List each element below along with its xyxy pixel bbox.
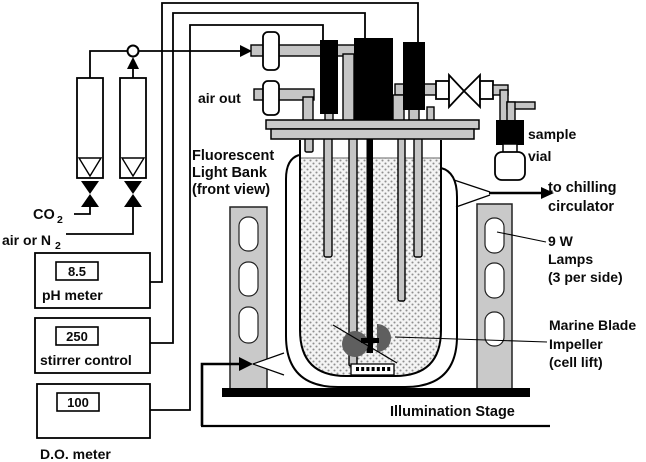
meter-wires bbox=[148, 2, 419, 411]
air-valve-icon-lower bbox=[124, 194, 142, 207]
do-probe-head bbox=[320, 40, 338, 114]
air-out-downtube bbox=[302, 96, 314, 124]
co2-subscript: 2 bbox=[57, 214, 63, 226]
air-supply-line bbox=[66, 207, 134, 235]
do-meter-display bbox=[56, 392, 100, 412]
gas-mix-line bbox=[89, 50, 240, 78]
air-n2-subscript: 2 bbox=[55, 240, 61, 252]
air-valve-icon bbox=[124, 181, 142, 194]
air-in-downtube bbox=[342, 53, 355, 123]
air-up-arrow-icon bbox=[127, 57, 139, 69]
impeller-leader-line bbox=[394, 336, 548, 343]
sample-valve-icon bbox=[448, 72, 466, 110]
gas-inlet-arrow-icon bbox=[240, 45, 252, 57]
left-lamp-slot-2 bbox=[238, 261, 259, 297]
coolant-inlet-arrow-icon bbox=[239, 357, 253, 371]
vessel-wall bbox=[299, 140, 442, 377]
valve-flange-right bbox=[479, 80, 494, 100]
lamps-label-3: (3 per side) bbox=[548, 269, 623, 285]
vessel-internals bbox=[304, 122, 423, 376]
jacket-wall bbox=[285, 154, 458, 388]
stage-label: Illumination Stage bbox=[390, 404, 515, 420]
stirrer-wire bbox=[148, 12, 366, 344]
chilling-label-2: circulator bbox=[548, 199, 614, 215]
air-out-line bbox=[253, 88, 315, 101]
impeller-label-2: Impeller bbox=[549, 336, 603, 352]
head-fittings bbox=[250, 31, 441, 124]
sample-dip-tube bbox=[397, 137, 406, 302]
lamps-label-2: Lamps bbox=[548, 251, 593, 267]
left-lamp-slot-1 bbox=[238, 216, 259, 252]
co2-supply-line bbox=[74, 207, 91, 215]
ph-meter-display bbox=[55, 261, 99, 281]
stage-bar bbox=[222, 388, 530, 397]
water-jacket bbox=[285, 154, 458, 388]
vial-body bbox=[494, 151, 526, 181]
ph-meter: 8.5 pH meter bbox=[34, 252, 151, 309]
stirrer-shaft bbox=[366, 122, 373, 353]
do-probe-shaft bbox=[323, 137, 333, 258]
coolant-inlet-line bbox=[200, 362, 240, 426]
do-meter-wire bbox=[148, 24, 324, 411]
gas-junction-icon bbox=[126, 44, 140, 58]
lamps-label-1: 9 W bbox=[548, 233, 574, 249]
ph-probe-shaft bbox=[413, 137, 423, 258]
ph-probe-head bbox=[403, 42, 425, 110]
do-meter: 100 D.O. meter bbox=[36, 383, 151, 462]
right-lamp-slot-1 bbox=[484, 217, 505, 254]
impeller-left-blade bbox=[342, 331, 368, 357]
right-lamp-slot-2 bbox=[484, 262, 505, 299]
stirrer-display bbox=[55, 326, 99, 346]
stirrer-label: stirrer control bbox=[40, 352, 132, 368]
lamps-leader-line bbox=[496, 231, 547, 243]
left-lamp-slot-3 bbox=[238, 306, 259, 344]
valve-flange-left bbox=[435, 80, 450, 100]
co2-valve-icon bbox=[81, 181, 99, 194]
co2-rotameter-float-icon bbox=[77, 157, 103, 178]
right-lamp-slot-3 bbox=[484, 311, 505, 347]
air-n2-label: air or N bbox=[2, 232, 51, 248]
gas-train bbox=[66, 44, 252, 235]
light-bank-label-1: Fluorescent bbox=[192, 148, 274, 164]
sample-valve-icon-right bbox=[462, 72, 481, 110]
air-out-dip-stub bbox=[304, 137, 314, 153]
light-bank-label-3: (front view) bbox=[192, 182, 270, 198]
sample-vial-label-2: vial bbox=[528, 148, 551, 164]
light-bank-label-2: Light Bank bbox=[192, 165, 268, 181]
ph-meter-label: pH meter bbox=[42, 287, 103, 303]
sparger-ports bbox=[356, 367, 391, 371]
illumination-stage bbox=[201, 388, 550, 428]
air-out-label: air out bbox=[198, 90, 241, 106]
stirrer-control: 250 stirrer control bbox=[34, 317, 151, 374]
sample-assembly bbox=[435, 72, 536, 181]
sample-line-vertical bbox=[392, 94, 405, 123]
impeller-label-3: (cell lift) bbox=[549, 354, 603, 370]
impeller-label-1: Marine Blade bbox=[549, 317, 636, 333]
do-meter-value: 100 bbox=[67, 395, 89, 410]
air-rotameter-float-icon bbox=[120, 157, 146, 178]
vial-cap bbox=[496, 120, 524, 145]
stirrer-motor bbox=[354, 38, 393, 122]
coolant-inlet bbox=[200, 352, 285, 426]
headplate bbox=[265, 119, 480, 140]
co2-valve-icon-lower bbox=[81, 194, 99, 207]
diagram-labels: CO 2 air or N 2 air out Fluorescent Ligh… bbox=[2, 90, 636, 420]
ph-meter-value: 8.5 bbox=[68, 264, 86, 279]
do-meter-label: D.O. meter bbox=[40, 446, 111, 462]
stirrer-value: 250 bbox=[66, 329, 88, 344]
ph-meter-wire bbox=[148, 2, 419, 283]
chilling-label-1: to chilling bbox=[548, 180, 616, 196]
impeller-right-blade bbox=[377, 324, 391, 352]
air-in-filter bbox=[262, 31, 280, 71]
co2-label: CO bbox=[33, 207, 55, 223]
vial-vent-vertical bbox=[506, 101, 516, 123]
impeller-blade-edge bbox=[332, 324, 398, 364]
air-out-filter bbox=[262, 80, 280, 116]
coolant-inlet-wedge bbox=[253, 353, 284, 375]
sample-vial-label-1: sample bbox=[528, 126, 576, 142]
coolant-outlet-arrow-icon bbox=[541, 187, 554, 199]
coolant-outlet bbox=[453, 179, 554, 208]
right-lamp-stand bbox=[476, 203, 513, 393]
impeller-hub bbox=[361, 338, 379, 343]
